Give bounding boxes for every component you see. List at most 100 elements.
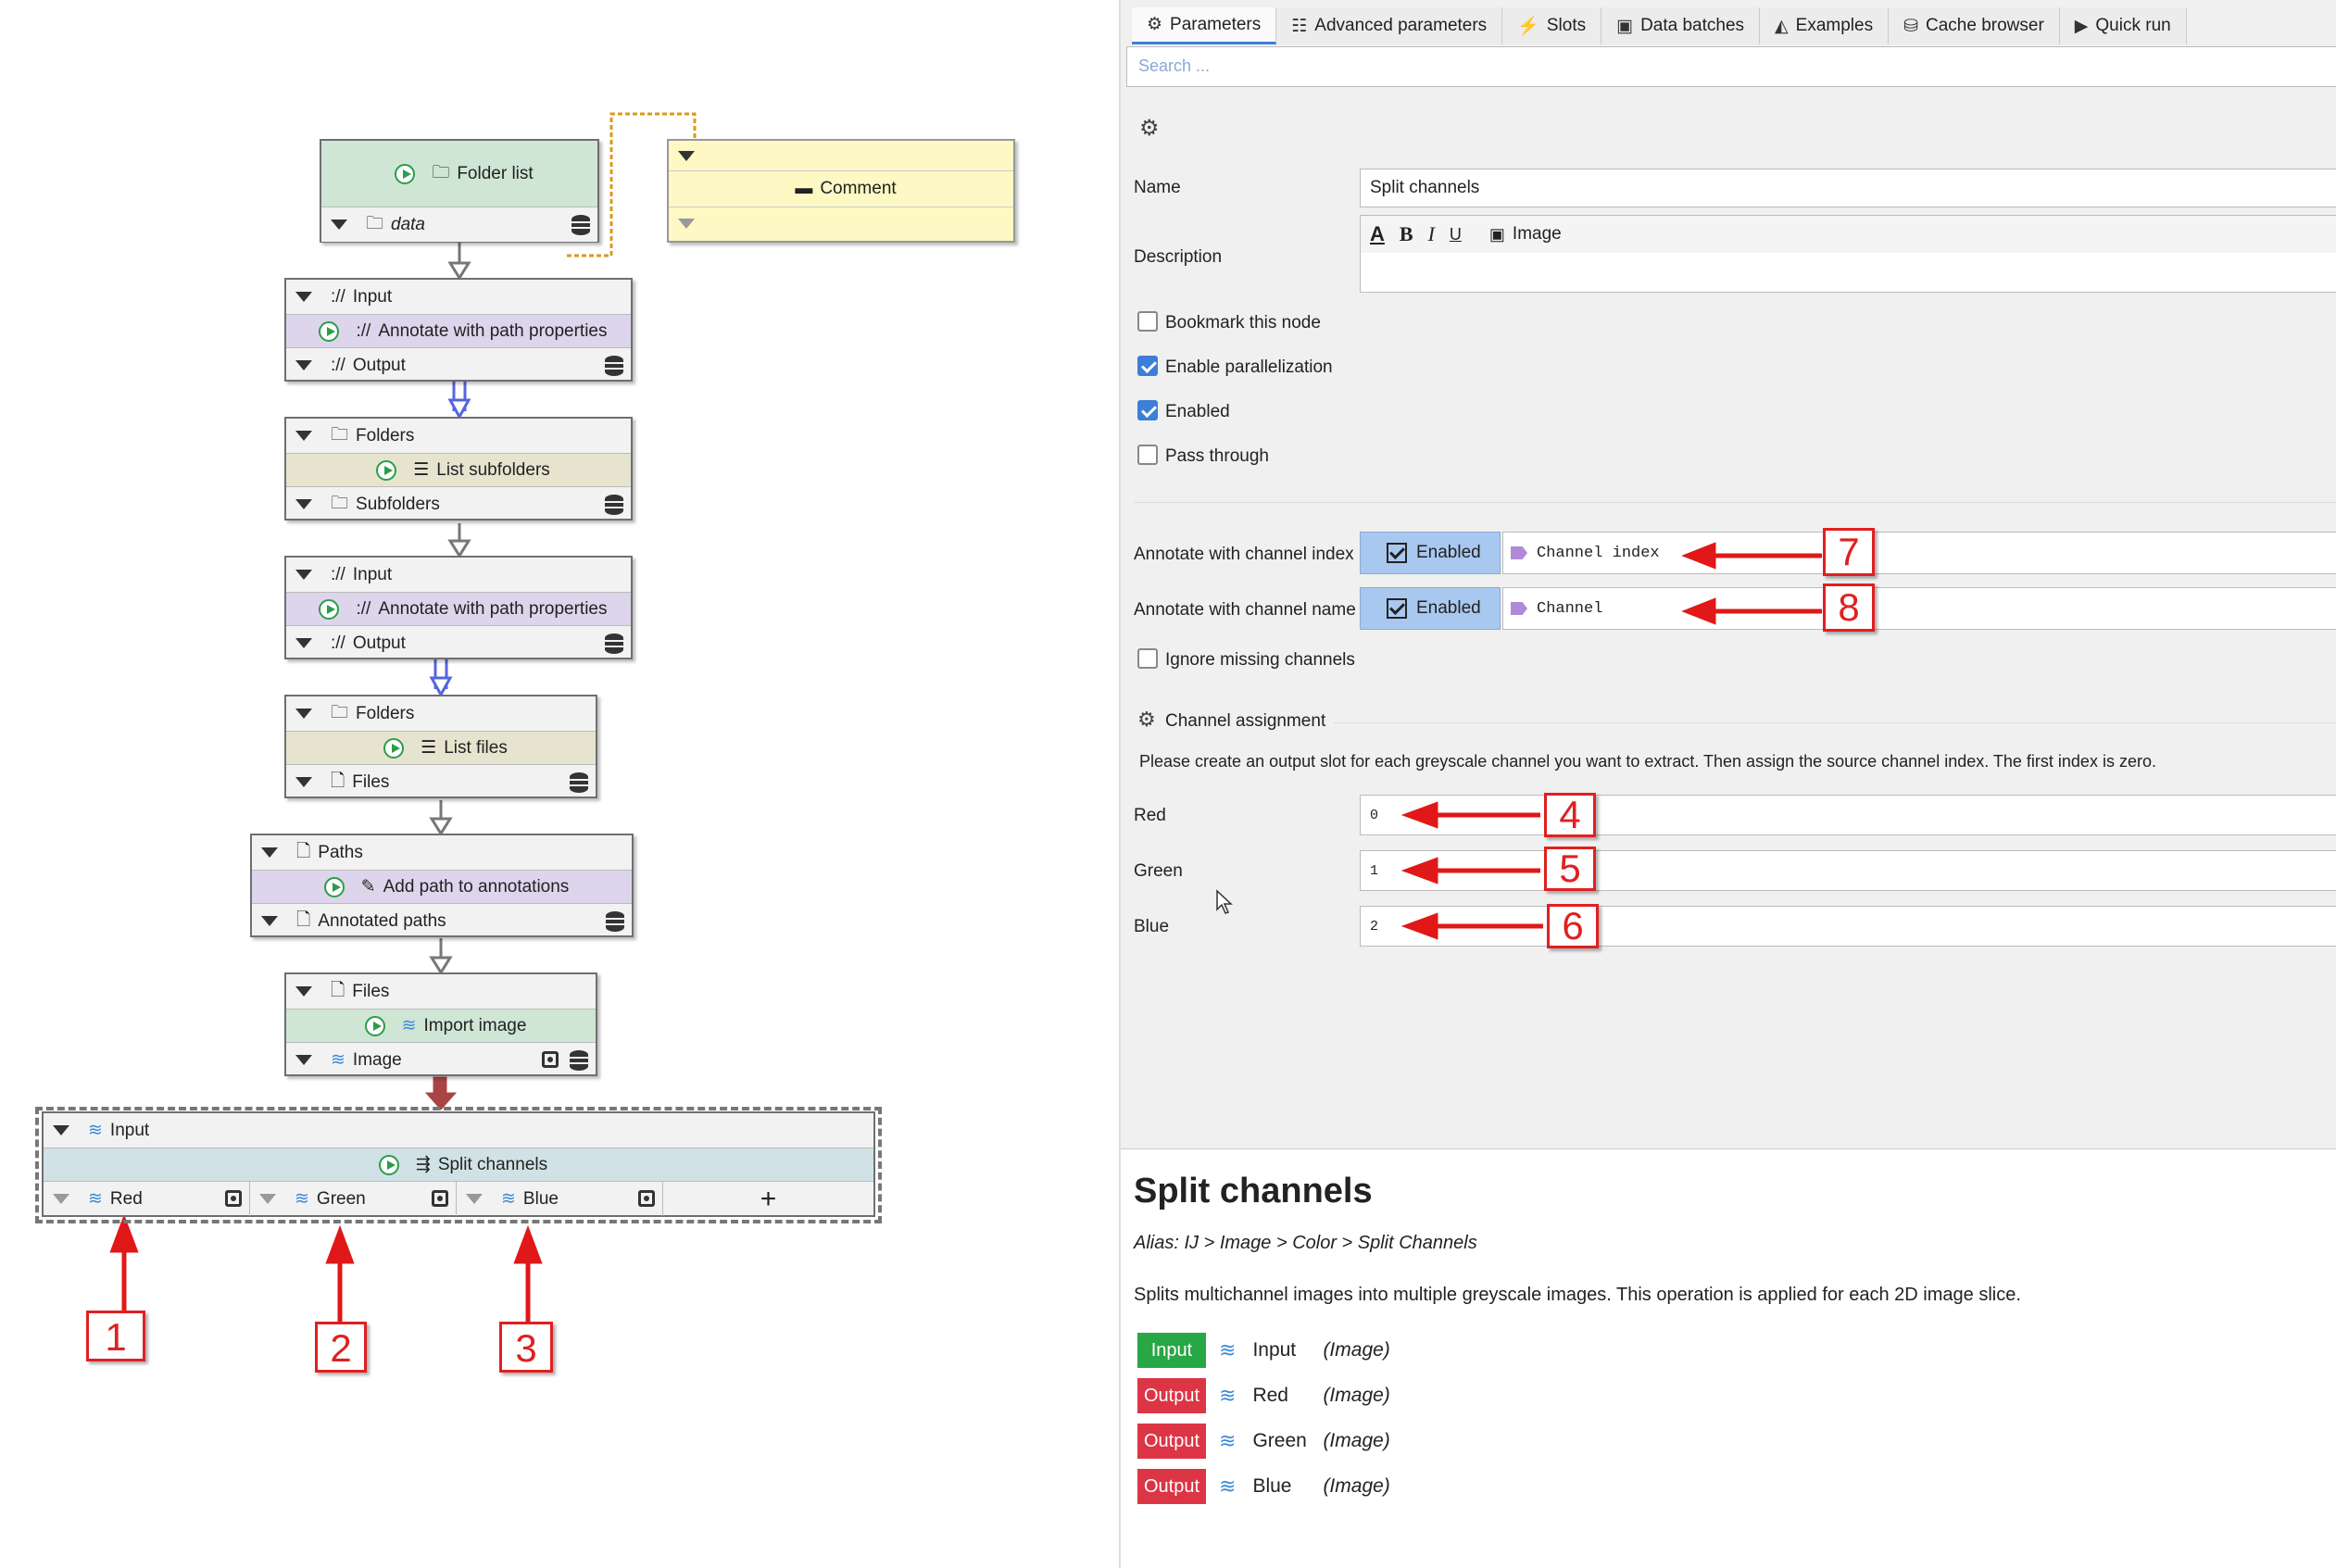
database-icon[interactable] [571, 215, 590, 235]
tab-quick-run[interactable]: ▶Quick run [2059, 7, 2187, 44]
annotate-name-toggle[interactable]: Enabled [1360, 587, 1501, 630]
node-add-path[interactable]: 🗋Paths ✎Add path to annotations 🗋Annotat… [250, 834, 634, 937]
font-color-icon[interactable]: A [1370, 222, 1385, 245]
annotate-name-field[interactable]: Channel [1502, 587, 2336, 630]
collapse-icon[interactable] [295, 570, 312, 580]
slot-label: Output [352, 633, 406, 653]
callout-5: 5 [1544, 847, 1596, 891]
add-slot-button[interactable]: + [760, 1183, 777, 1214]
tab-label: Quick run [2095, 16, 2171, 35]
tab-label: Advanced parameters [1314, 16, 1488, 35]
path-icon: :// [331, 633, 345, 653]
annotate-index-toggle[interactable]: Enabled [1360, 532, 1501, 574]
layers-icon: ≋ [331, 1050, 345, 1070]
slot-name: Red [1252, 1385, 1288, 1406]
tab-parameters[interactable]: ⚙Parameters [1132, 7, 1277, 44]
database-icon[interactable] [606, 911, 624, 932]
database-icon[interactable] [605, 495, 623, 515]
collapse-icon[interactable] [261, 916, 278, 926]
run-icon[interactable] [319, 320, 340, 342]
camera-icon[interactable] [432, 1190, 448, 1207]
node-folder-list[interactable]: 🗀 Folder list 🗀 data [320, 139, 599, 243]
collapse-icon[interactable] [295, 709, 312, 719]
parallelization-checkbox[interactable] [1137, 356, 1158, 376]
collapse-icon[interactable] [53, 1125, 69, 1135]
run-icon[interactable] [323, 876, 345, 897]
collapse-icon[interactable] [295, 499, 312, 509]
node-split-channels[interactable]: ≋Input ⇶Split channels ≋Red ≋Green ≋Blue… [42, 1111, 875, 1217]
slot-label: Files [352, 771, 390, 792]
collapse-icon[interactable] [295, 292, 312, 302]
enabled-checkbox[interactable] [1137, 400, 1158, 420]
description-toolbar: A B I U ▣ Image [1361, 216, 2336, 253]
name-field[interactable]: Split channels [1360, 169, 2336, 207]
run-icon[interactable] [395, 163, 416, 184]
run-icon[interactable] [319, 598, 340, 620]
collapse-icon[interactable] [466, 1194, 483, 1204]
output-slot-blue[interactable]: ≋Blue [457, 1182, 663, 1216]
layers-icon: ≋ [1219, 1338, 1237, 1361]
tab-examples[interactable]: ◭Examples [1760, 7, 1890, 44]
database-icon[interactable] [605, 356, 623, 376]
annotate-index-field[interactable]: Channel index [1502, 532, 2336, 574]
collapse-icon[interactable] [53, 1194, 69, 1204]
output-slot-red[interactable]: ≋Red [44, 1182, 250, 1216]
layers-icon: ≋ [401, 1016, 417, 1035]
database-icon[interactable] [605, 633, 623, 654]
run-icon[interactable] [383, 737, 405, 759]
slot-label: Annotated paths [318, 910, 446, 931]
output-slot-green[interactable]: ≋Green [250, 1182, 457, 1216]
insert-image-button[interactable]: Image [1512, 224, 1562, 244]
camera-icon[interactable] [542, 1051, 559, 1068]
description-editor[interactable]: A B I U ▣ Image [1360, 215, 2336, 293]
underline-button[interactable]: U [1449, 224, 1462, 244]
database-icon[interactable] [570, 772, 588, 793]
tab-data-batches[interactable]: ▣Data batches [1601, 7, 1761, 44]
node-annotate-path-2[interactable]: ://Input ://Annotate with path propertie… [284, 556, 633, 659]
bookmark-checkbox[interactable] [1137, 311, 1158, 332]
collapse-icon[interactable] [295, 638, 312, 648]
callout-4: 4 [1544, 793, 1596, 837]
folder-icon: 🗀 [331, 424, 349, 445]
run-icon[interactable] [378, 1154, 399, 1175]
collapse-icon[interactable] [678, 150, 695, 161]
collapse-icon[interactable] [295, 360, 312, 370]
node-comment[interactable]: ▬ Comment [667, 139, 1015, 243]
tab-label: Cache browser [1926, 16, 2044, 35]
tab-advanced-parameters[interactable]: ☷Advanced parameters [1276, 7, 1503, 44]
folder-icon: 🗀 [331, 702, 349, 722]
tab-cache-browser[interactable]: ⛁ Cache browser [1889, 7, 2060, 44]
collapse-icon[interactable] [295, 1055, 312, 1065]
parameters-panel: ⚙Parameters ☷Advanced parameters ⚡Slots … [1119, 0, 2336, 1568]
node-import-image[interactable]: 🗋Files ≋Import image ≋Image [284, 972, 597, 1076]
database-icon: ⛁ [1903, 16, 1918, 36]
collapse-icon[interactable] [295, 777, 312, 787]
camera-icon[interactable] [225, 1190, 242, 1207]
tab-slots[interactable]: ⚡Slots [1502, 7, 1602, 44]
callout-2: 2 [315, 1322, 367, 1373]
collapse-icon[interactable] [295, 431, 312, 441]
collapse-icon[interactable] [331, 220, 347, 230]
graph-editor[interactable]: 🗀 Folder list 🗀 data ▬ Comment ://Input … [0, 0, 1119, 1568]
callout-7: 7 [1823, 528, 1875, 576]
search-input[interactable]: Search ... [1126, 46, 2336, 87]
italic-button[interactable]: I [1427, 222, 1435, 245]
ignore-missing-checkbox[interactable] [1137, 648, 1158, 669]
channel-label-red: Red [1134, 806, 1166, 825]
node-list-subfolders[interactable]: 🗀Folders ☰List subfolders 🗀Subfolders [284, 417, 633, 521]
collapse-icon[interactable] [678, 218, 695, 229]
collapse-icon[interactable] [261, 847, 278, 858]
collapse-icon[interactable] [259, 1194, 276, 1204]
run-icon[interactable] [376, 459, 397, 481]
slot-badge: Output [1137, 1424, 1206, 1459]
tab-bar: ⚙Parameters ☷Advanced parameters ⚡Slots … [1132, 7, 2187, 44]
bold-button[interactable]: B [1399, 222, 1413, 245]
pass-through-checkbox[interactable] [1137, 445, 1158, 465]
path-icon: :// [331, 286, 345, 307]
run-icon[interactable] [364, 1015, 385, 1036]
collapse-icon[interactable] [295, 986, 312, 997]
database-icon[interactable] [570, 1050, 588, 1071]
camera-icon[interactable] [638, 1190, 655, 1207]
node-annotate-path-1[interactable]: ://Input ://Annotate with path propertie… [284, 278, 633, 382]
node-list-files[interactable]: 🗀Folders ☰List files 🗋Files [284, 695, 597, 798]
